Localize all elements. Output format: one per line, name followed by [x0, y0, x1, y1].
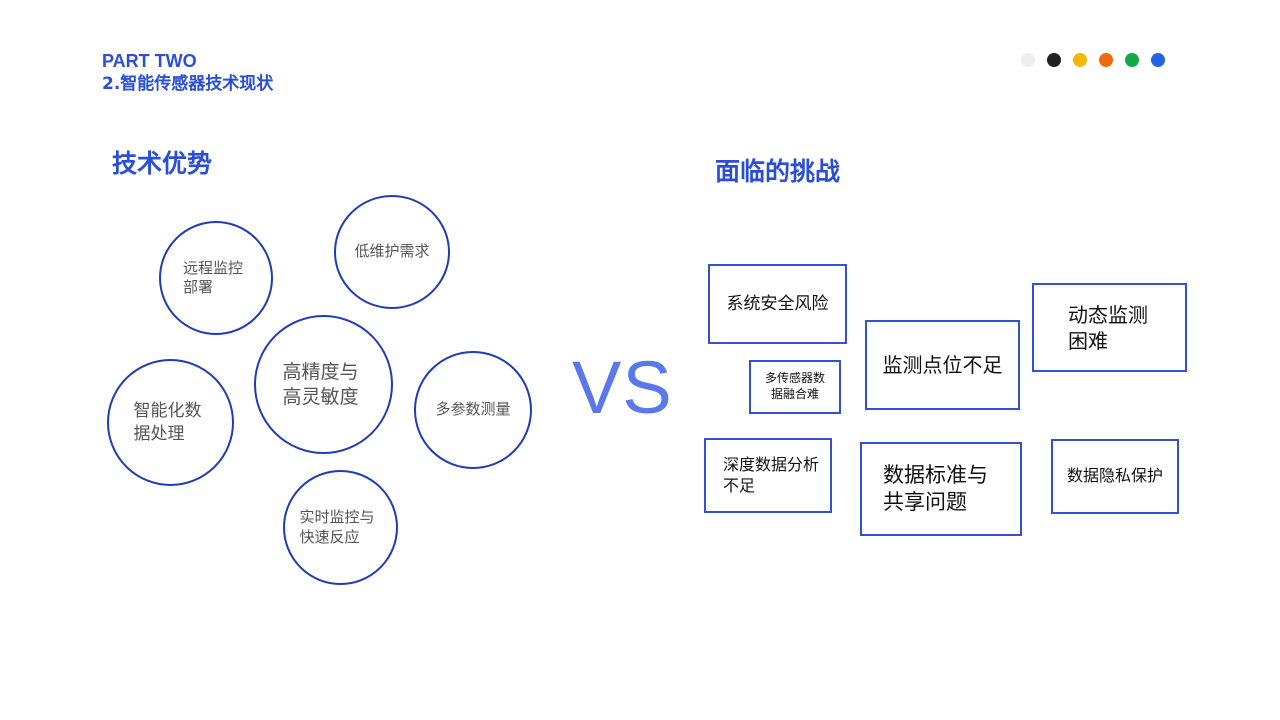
advantage-circle: 智能化数据处理	[107, 359, 234, 486]
advantage-label: 远程监控部署	[183, 258, 244, 297]
advantage-label: 智能化数据处理	[133, 401, 202, 444]
color-dot	[1099, 53, 1113, 67]
challenge-box: 动态监测困难	[1032, 283, 1187, 372]
challenge-box: 数据标准与共享问题	[860, 442, 1022, 536]
challenge-label: 深度数据分析不足	[723, 454, 820, 495]
advantage-circle: 低维护需求	[334, 195, 450, 309]
challenge-label: 动态监测困难	[1068, 302, 1148, 353]
color-dots	[1021, 53, 1165, 67]
advantage-circle: 多参数测量	[414, 351, 532, 469]
color-dot	[1047, 53, 1061, 67]
challenge-label: 数据标准与共享问题	[883, 462, 988, 514]
challenge-label: 监测点位不足	[882, 353, 1003, 377]
color-dot	[1021, 53, 1035, 67]
part-label: PART TWO	[102, 51, 197, 71]
color-dot	[1151, 53, 1165, 67]
advantage-label: 低维护需求	[354, 242, 430, 261]
color-dot	[1073, 53, 1087, 67]
challenge-label: 系统安全风险	[726, 293, 829, 314]
versus-label: VS	[572, 346, 673, 429]
advantages-title: 技术优势	[112, 149, 213, 178]
page-subtitle: 2.智能传感器技术现状	[102, 74, 274, 94]
challenge-box: 深度数据分析不足	[704, 438, 832, 513]
color-dot	[1125, 53, 1139, 67]
challenge-box: 监测点位不足	[865, 320, 1020, 410]
challenge-label: 数据隐私保护	[1066, 466, 1163, 486]
advantage-circle: 高精度与高灵敏度	[254, 315, 393, 454]
challenge-box: 系统安全风险	[708, 264, 847, 344]
advantage-label: 高精度与高灵敏度	[282, 360, 359, 408]
advantage-circle: 实时监控与快速反应	[283, 470, 398, 585]
advantage-label: 实时监控与快速反应	[299, 508, 375, 546]
advantage-label: 多参数测量	[435, 400, 511, 419]
challenge-box: 多传感器数据融合难	[749, 360, 841, 414]
challenge-label: 多传感器数据融合难	[764, 371, 825, 401]
challenge-box: 数据隐私保护	[1051, 439, 1179, 514]
challenges-title: 面临的挑战	[715, 157, 841, 186]
advantage-circle: 远程监控部署	[159, 221, 273, 335]
